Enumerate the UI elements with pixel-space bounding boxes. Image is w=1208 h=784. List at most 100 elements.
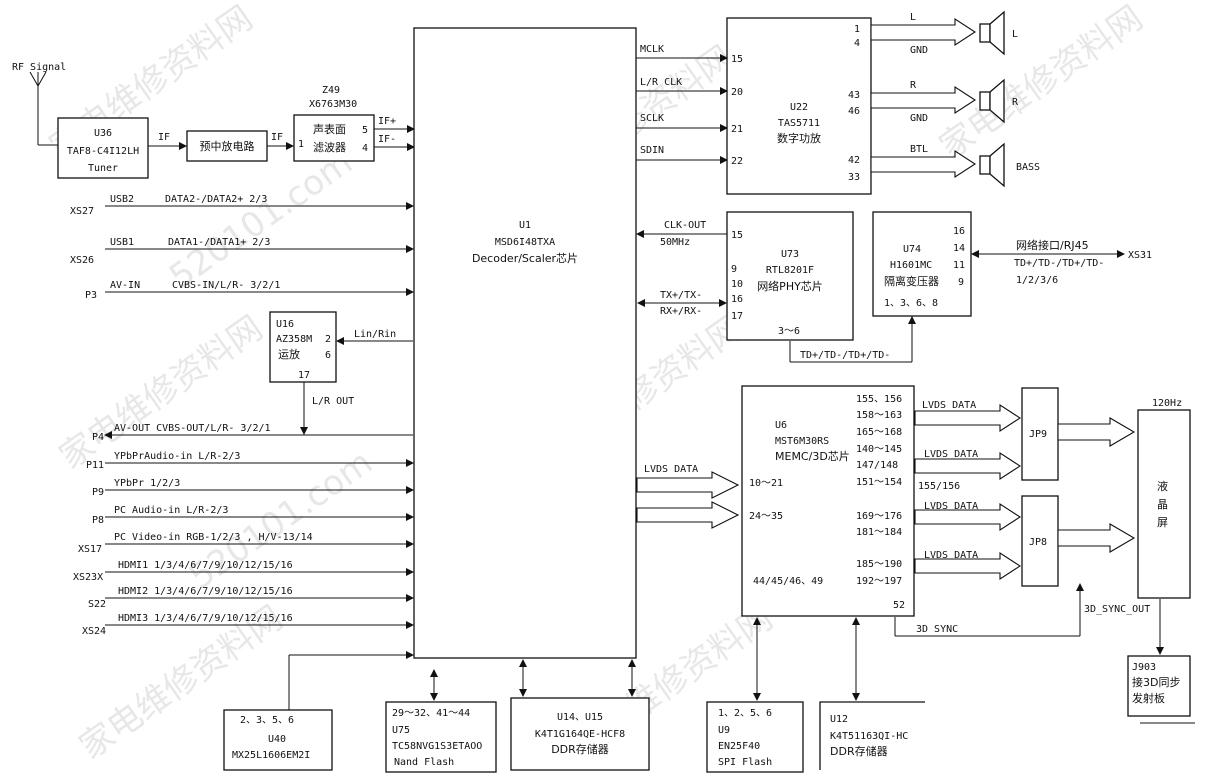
u22-amp-block	[726, 17, 872, 195]
preamp-label: 预中放电路	[200, 139, 255, 153]
svg-text:43: 43	[848, 90, 860, 101]
svg-text:TX+/TX-: TX+/TX-	[660, 290, 702, 301]
svg-text:RX+/RX-: RX+/RX-	[660, 306, 702, 317]
svg-text:XS23X: XS23X	[73, 572, 103, 583]
svg-text:46: 46	[848, 106, 860, 117]
svg-text:USB2: USB2	[110, 194, 134, 205]
lvds-arrow	[1057, 417, 1136, 447]
u12-ddr-block	[819, 701, 925, 770]
svg-text:185～190: 185～190	[856, 559, 902, 570]
clk-out-label: CLK-OUT	[664, 220, 706, 231]
input-row-xs23x: XS23X HDMI1 1/3/4/6/7/9/10/12/15/16	[73, 560, 414, 583]
svg-text:2、3、5、6: 2、3、5、6	[240, 715, 294, 726]
svg-text:LVDS DATA: LVDS DATA	[924, 501, 978, 512]
u1-part: MSD6I48TXA	[495, 237, 555, 248]
u73-name: 网络PHY芯片	[757, 279, 823, 293]
svg-text:U9: U9	[718, 725, 730, 736]
svg-text:21: 21	[731, 124, 743, 135]
svg-text:L/R CLK: L/R CLK	[640, 77, 682, 88]
svg-text:P8: P8	[92, 515, 104, 526]
u6-memc-block	[741, 385, 915, 617]
panel-name: 液晶屏	[1157, 479, 1168, 529]
z49-pin4: 4	[362, 143, 368, 154]
svg-text:11: 11	[953, 260, 965, 271]
svg-text:52: 52	[893, 600, 905, 611]
svg-text:10: 10	[731, 279, 743, 290]
svg-text:24～35: 24～35	[749, 511, 783, 522]
svg-text:17: 17	[731, 311, 743, 322]
svg-text:S22: S22	[88, 599, 106, 610]
speaker-output-r: R GND	[870, 80, 977, 124]
svg-text:1、2、5、6: 1、2、5、6	[718, 708, 772, 719]
svg-text:BTL: BTL	[910, 144, 928, 155]
svg-text:HDMI2 1/3/4/6/7/9/10/12/15/16: HDMI2 1/3/4/6/7/9/10/12/15/16	[118, 586, 293, 597]
svg-text:520101.com: 520101.com	[162, 142, 360, 297]
svg-text:22: 22	[731, 156, 743, 167]
input-row-p3: P3 AV-IN CVBS-IN/L/R- 3/2/1	[85, 280, 414, 301]
svg-text:LVDS DATA: LVDS DATA	[924, 449, 978, 460]
svg-text:U12: U12	[830, 714, 848, 725]
svg-text:USB1: USB1	[110, 237, 134, 248]
svg-text:MCLK: MCLK	[640, 44, 664, 55]
z49-pin1: 1	[298, 139, 304, 150]
svg-text:SDIN: SDIN	[640, 145, 664, 156]
xs31-label: XS31	[1128, 250, 1152, 261]
u74-ref: U74	[903, 244, 921, 255]
svg-text:DATA2-/DATA2+ 2/3: DATA2-/DATA2+ 2/3	[165, 194, 267, 205]
svg-text:29～32、41～44: 29～32、41～44	[392, 708, 470, 719]
rj45-label: 网络接口/RJ45	[1016, 238, 1089, 252]
u22-name: 数字功放	[777, 131, 821, 145]
svg-text:CVBS-IN/L/R- 3/2/1: CVBS-IN/L/R- 3/2/1	[172, 280, 280, 291]
u1-ref: U1	[519, 220, 531, 231]
svg-text:Nand Flash: Nand Flash	[394, 757, 454, 768]
z49-name1: 声表面	[313, 122, 346, 136]
svg-text:155/156: 155/156	[918, 481, 960, 492]
u73-phy-block	[726, 211, 854, 341]
if-plus-label: IF+	[378, 116, 396, 127]
svg-text:接3D同步: 接3D同步	[1132, 676, 1180, 689]
z49-pin5: 5	[362, 125, 368, 136]
svg-text:AV-IN: AV-IN	[110, 280, 140, 291]
svg-text:20: 20	[731, 87, 743, 98]
input-row-p11: P11 YPbPrAudio-in L/R-2/3	[86, 451, 414, 471]
svg-text:BASS: BASS	[1016, 162, 1040, 173]
rf-signal-label: RF Signal	[12, 62, 66, 73]
lcd-panel-block	[1137, 409, 1191, 599]
svg-text:15: 15	[731, 54, 743, 65]
input-row-s22: S22 HDMI2 1/3/4/6/7/9/10/12/15/16	[88, 586, 414, 610]
svg-text:P11: P11	[86, 460, 104, 471]
svg-text:PC Video-in RGB-1/2/3 , H/V-13: PC Video-in RGB-1/2/3 , H/V-13/14	[114, 532, 313, 543]
i2s-bus: MCLK L/R CLK SCLK SDIN 15 20 21 22	[636, 44, 743, 167]
svg-text:169～176: 169～176	[856, 511, 902, 522]
u73-part: RTL8201F	[766, 265, 814, 276]
input-row-p9: P9 YPbPr 1/2/3	[92, 478, 414, 498]
input-row-xs24: XS24 HDMI3 1/3/4/6/7/9/10/12/15/16	[82, 613, 414, 637]
svg-text:HDMI1 1/3/4/6/7/9/10/12/15/16: HDMI1 1/3/4/6/7/9/10/12/15/16	[118, 560, 293, 571]
u73-ref: U73	[781, 249, 799, 260]
td-bus-label: TD+/TD-/TD+/TD-	[800, 350, 890, 361]
speaker-icon: BASS	[979, 142, 1040, 188]
if-minus-label: IF-	[378, 134, 396, 145]
svg-text:9: 9	[731, 264, 737, 275]
input-row-p8: P8 PC Audio-in L/R-2/3	[92, 505, 414, 526]
u16-ref: U16	[276, 319, 294, 330]
u36-tuner-block	[57, 117, 149, 179]
svg-text:LVDS DATA: LVDS DATA	[644, 464, 698, 475]
50mhz-label: 50MHz	[660, 237, 690, 248]
svg-text:1: 1	[854, 24, 860, 35]
u16-name: 运放	[278, 347, 300, 361]
svg-text:1/2/3/6: 1/2/3/6	[1016, 275, 1058, 286]
svg-text:P4: P4	[92, 432, 104, 443]
lvds-bus-u6-jp9: LVDS DATA LVDS DATA 155/156	[914, 400, 1022, 492]
u40-flash-block	[223, 709, 333, 771]
svg-text:EN25F40: EN25F40	[718, 741, 760, 752]
u74-part: H1601MC	[890, 260, 932, 271]
svg-text:XS26: XS26	[70, 255, 94, 266]
svg-text:XS24: XS24	[82, 626, 106, 637]
u16-part: AZ358M	[276, 334, 312, 345]
u75-nand-block	[385, 701, 497, 773]
speaker-output-bass: BTL	[870, 144, 977, 179]
svg-text:发射板: 发射板	[1132, 691, 1165, 705]
svg-text:TC58NVG1S3ETAOO: TC58NVG1S3ETAOO	[392, 741, 482, 752]
